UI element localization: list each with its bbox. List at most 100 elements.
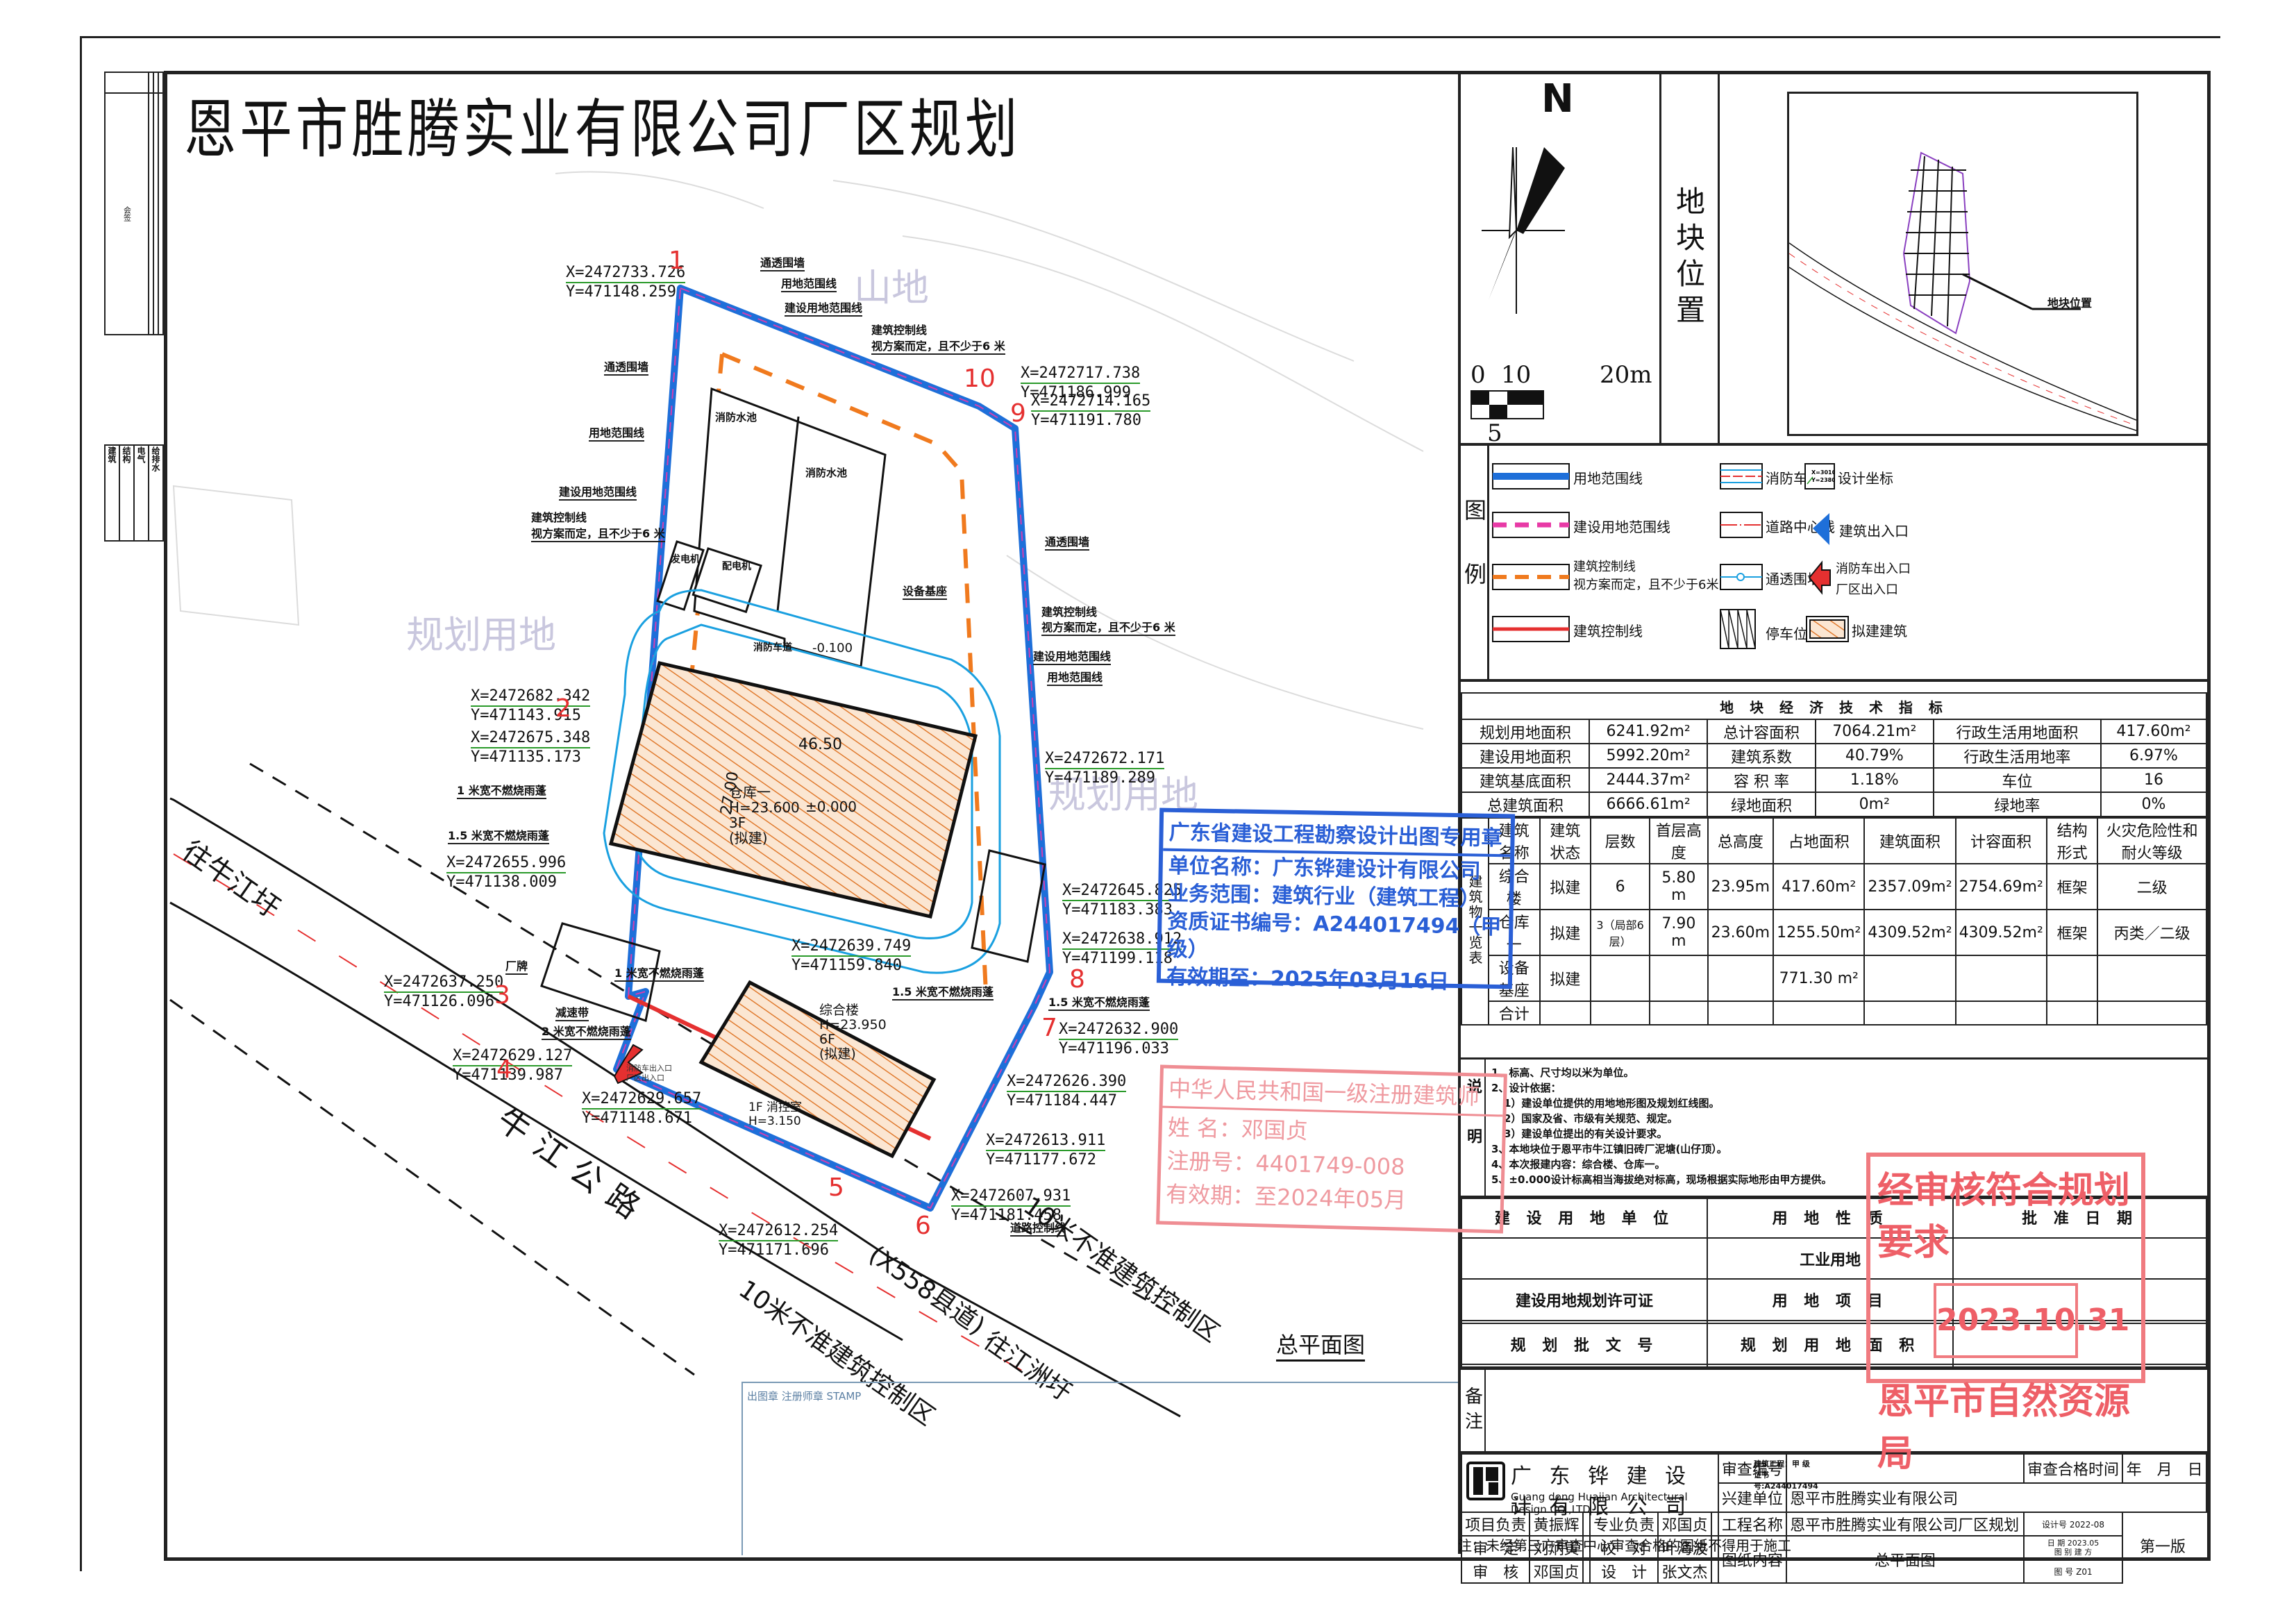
elevation-mark: -0.100 [812,641,853,655]
coord-corner: X=2472629.657 Y=471148.671 [582,1090,702,1127]
canopy-annotation: 1.5 米宽不燃烧雨蓬 [448,826,549,844]
annotation: 建设用地范围线 [785,299,863,317]
site-plan-drawing [169,171,1424,1418]
company-cell: 广 东 铧 建 设 计 有 限 公 司 Guang dong Huajian A… [1461,1453,1818,1519]
coord-point-2: X=2472682.342 Y=471143.915 [471,687,591,724]
location-pointer-label: 地块位置 [2047,296,2093,310]
legend-item-construction-boundary: 建设用地范围线 [1492,512,1670,541]
coord-corner: X=2472672.171 Y=471189.289 [1045,750,1165,787]
binding-strip: 会签 [104,72,164,335]
annotation: 建筑控制线 [871,324,928,337]
legend-item-transparent-wall: 通透围墙 [1720,564,1821,593]
annotation: 建设用地范围线 [559,483,637,501]
point-number: 1 [669,246,685,275]
annotation: 视方案而定，且不少于6 米 [531,524,665,542]
binding-strip-bottom: 建筑 结构 电气 给排水 [104,444,164,542]
canopy-annotation: 2 米宽不燃烧雨蓬 [542,1022,631,1040]
office-label: 综合楼 H=23.950 6F (拟建) [819,1003,887,1062]
buildings-table: 建筑物一览表 建筑名称建筑状态层数首层高度总高度占地面积建筑面积计容面积结构形式… [1461,817,2207,1026]
point-number: 8 [1069,965,1085,994]
coord-point-6: X=2472607.931 Y=471181.458 [951,1187,1071,1224]
legend: 图例 用地范围线 建设用地范围线 建筑控制线视方案而定，且不少于6米 建筑控制线… [1461,446,2207,682]
buildings-table-side-label: 建筑物一览表 [1461,817,1489,1026]
legend-item-land-boundary: 用地范围线 [1492,463,1643,492]
planning-land-label: 规划用地 [406,613,556,657]
annotation: 通透围墙 [604,358,649,376]
coord-corner: X=2472613.911 Y=471177.672 [986,1132,1106,1169]
scale-tick: 20m [1600,361,1652,389]
annotation: 用地范围线 [781,274,837,292]
design-stamp: 广东省建设工程勘察设计出图专用章 单位名称：广东铧建设计有限公司 业务范围：建筑… [1156,807,1516,994]
right-panel: N 0 10 20m 5 地块位置 [1458,71,2208,1584]
binding-label: 建筑 [104,444,120,542]
warehouse-length-dim: 46.50 [798,736,842,753]
orientation-section: N 0 10 20m 5 地块位置 [1461,71,2207,447]
generator-label: 发电机 [671,554,700,565]
coord-corner: X=2472639.749 Y=471159.840 [791,937,912,974]
warehouse-elevation: ±0.000 [805,798,857,815]
binding-label: 给排水 [148,444,164,542]
approval-stamp: 经审核符合规划要求 2023.10.31 恩平市自然资源局 [1866,1153,2145,1475]
binding-label: 电气 [133,444,149,542]
coord-point-8: X=2472638.912 Y=471199.118 [1062,930,1182,967]
distribution-label: 配电机 [722,561,751,572]
binding-label: 会签 [104,92,149,335]
legend-title: 图例 [1461,446,1489,679]
canopy-annotation: 1.5 米宽不燃烧雨蓬 [1048,993,1150,1011]
svg-text:Y=23807: Y=23807 [1811,477,1835,483]
drawing-frame [164,71,2211,1561]
legend-item-building-control-dashed: 建筑控制线视方案而定，且不少于6米 [1492,560,1718,593]
binding-label: 结构 [119,444,135,542]
point-number: 9 [1010,399,1026,428]
approval-block: 建 设 用 地 单 位用 地 性 质批 准 日 期 工业用地 建设用地规划许可证… [1460,1196,2207,1368]
point-number: 4 [496,1055,512,1084]
remarks-section: 备注 [1461,1368,2207,1453]
point-number: 6 [915,1212,931,1240]
legend-item-proposed-building: 拟建建筑 [1806,616,1907,645]
point-number: 3 [494,981,510,1010]
legend-item-design-coord: X=30103Y=23807 设计坐标 [1804,463,1893,492]
coord-corner: X=2472645.825 Y=471183.383 [1062,882,1182,919]
signature [1710,1559,1719,1584]
annotation: 视方案而定，且不少于6 米 [871,337,1005,355]
footer-note: 注：未经第三方审查中心审查合格的图纸不得用于施工 [1458,1537,1791,1554]
canopy-annotation: 1 米宽不燃烧雨蓬 [614,964,704,982]
notes-list: 1、标高、尺寸均以米为单位。 2、设计依据： 1）建设单位提供的用地地形图及规划… [1491,1066,1832,1186]
north-arrow-icon [1482,147,1565,314]
table-row: 合计 [1461,1001,2207,1026]
annotation: 通透围墙 [760,253,805,271]
mountain-label: 山地 [854,266,929,310]
triangle-entrance-icon [1813,513,1829,545]
signature [1710,1512,1719,1537]
point-number: 5 [828,1173,844,1202]
fire-pool-label: 消防水池 [805,467,848,479]
indicators-title: 地 块 经 济 技 术 指 标 [1461,692,2207,720]
point-number: 2 [555,694,571,723]
point-number: 10 [964,365,996,393]
page-title: 恩平市胜腾实业有限公司厂区规划 [184,92,1021,167]
drawing-label: 总平面图 [1276,1328,1366,1362]
road-control-line-label: 道路控制线 [1010,1219,1066,1237]
coord-corner: X=2472626.390 Y=471184.447 [1007,1073,1127,1110]
legend-item-fire-entrance: 消防车出入口厂区出入口 [1808,560,1911,598]
coord-point-1: X=2472733.726 Y=471148.259 [566,264,686,301]
speed-bump-label: 减速带 [555,1003,589,1021]
legend-item-parking: 停车位 [1720,609,1807,652]
outer-frame [80,36,2220,1571]
coord-point-9: X=2472717.738 Y=471186.999 [1021,365,1141,401]
legend-item-building-entrance: 建筑出入口 [1811,512,1909,549]
annotation: 建筑控制线 [531,511,587,524]
coord-point-7: X=2472632.900 Y=471196.033 [1059,1021,1179,1057]
legend-item-building-control-solid: 建筑控制线 [1492,616,1643,645]
coord-corner: X=2472655.996 Y=471138.009 [446,854,567,891]
planning-land-label: 规划用地 [1048,773,1198,817]
annotation: 用地范围线 [589,424,645,442]
location-map: 地块位置 [1787,92,2138,436]
warehouse-label: 仓库一 H=23.600 3F (拟建) [729,784,800,846]
annotation: 建设用地范围线 [1033,647,1112,665]
coord-point-5: X=2472612.254 Y=471171.696 [719,1222,839,1259]
